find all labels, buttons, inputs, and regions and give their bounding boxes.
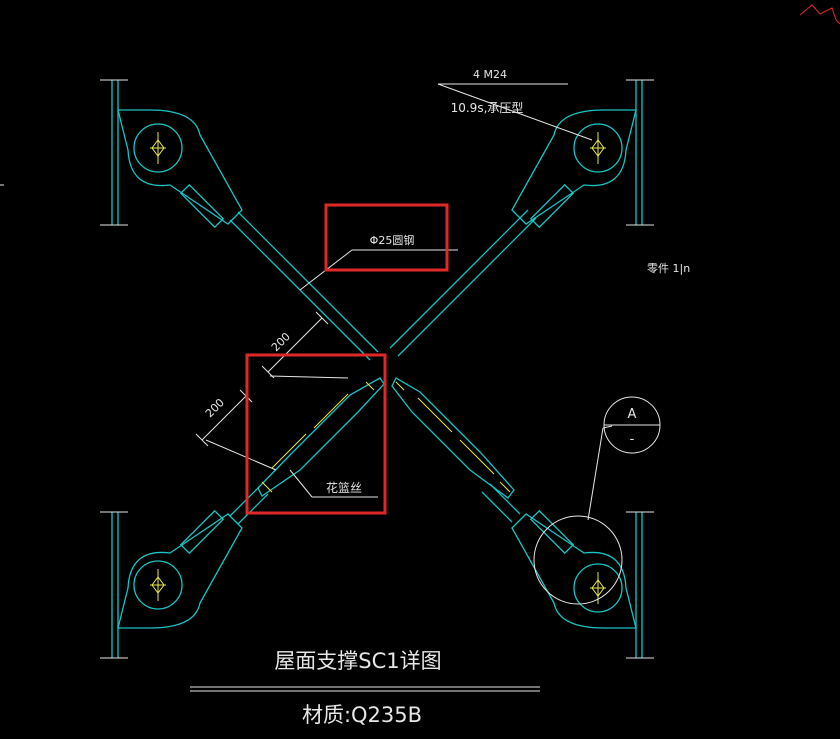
anchor-top-right	[511, 79, 654, 229]
rod-a	[229, 211, 379, 361]
turnbuckle-label: 花篮丝	[326, 480, 362, 495]
detail-sub-label: -	[630, 432, 635, 447]
dimension-left	[195, 389, 277, 471]
dim-left-label: 200	[203, 396, 227, 420]
rod-b	[389, 209, 537, 357]
anchor-bottom-left	[100, 509, 243, 659]
material-label: 材质:Q235B	[302, 703, 422, 727]
turnbuckle-right	[391, 377, 515, 499]
anchor-top-left	[100, 79, 243, 229]
dimension-top	[261, 311, 349, 379]
leader-bolts	[437, 83, 593, 141]
part-ref-label: 零件 1|n	[647, 262, 690, 275]
leader-turnbuckle	[289, 469, 378, 498]
turnbuckle-left	[257, 377, 385, 497]
highlight-turnbuckle	[245, 353, 387, 515]
highlight-rod-spec	[324, 203, 449, 272]
detail-callout	[533, 396, 661, 605]
anchor-bottom-right	[511, 509, 654, 659]
bolt-count-label: 4 M24	[473, 68, 507, 81]
rod-spec-label: Φ25圆钢	[370, 234, 415, 247]
detail-id-label: A	[628, 407, 637, 422]
bolt-grade-label: 10.9s,承压型	[451, 101, 524, 115]
drawing-title: 屋面支撑SC1详图	[274, 649, 441, 673]
